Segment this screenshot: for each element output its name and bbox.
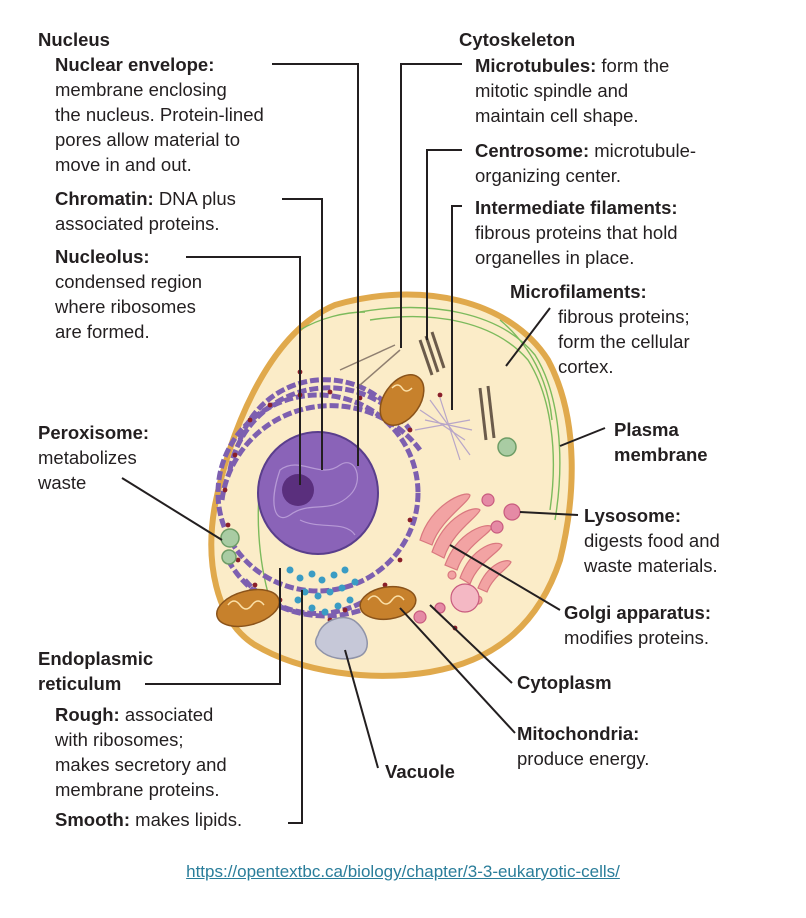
rough-desc-2: with ribosomes; <box>55 729 184 750</box>
smooth-desc: makes lipids. <box>135 809 243 830</box>
intermediate-filaments-label: Intermediate filaments: fibrous proteins… <box>475 195 678 270</box>
nuclear-envelope-label: Nuclear envelope: membrane enclosing the… <box>55 52 264 177</box>
source-link[interactable]: https://opentextbc.ca/biology/chapter/3-… <box>186 862 620 881</box>
microtubules-label: Microtubules: form the mitotic spindle a… <box>475 53 669 128</box>
centrosome-graphic <box>418 331 496 441</box>
microtubules-graphic <box>339 344 401 386</box>
peroxisome-desc-2: waste <box>38 472 87 493</box>
microfilaments-desc-2: form the cellular <box>558 331 690 352</box>
nuclear-envelope-desc-1: membrane enclosing <box>55 79 227 100</box>
cytoskeleton-heading: Cytoskeleton <box>459 29 576 50</box>
nucleolus-desc-2: where ribosomes <box>55 296 196 317</box>
plasma-membrane-line-2: membrane <box>614 444 708 465</box>
rough-desc-3: makes secretory and <box>55 754 227 775</box>
nucleolus-desc-3: are formed. <box>55 321 150 342</box>
mitochondria-term: Mitochondria: <box>517 723 640 744</box>
nucleolus-term: Nucleolus: <box>55 246 150 267</box>
smooth-er-label: Smooth: makes lipids. <box>55 807 242 832</box>
chromatin-desc-2: associated proteins. <box>55 213 220 234</box>
nuclear-envelope-term: Nuclear envelope: <box>55 54 215 75</box>
microtubules-desc-2: mitotic spindle and <box>475 80 629 101</box>
er-heading-1: Endoplasmic <box>38 648 154 669</box>
microfilaments-term: Microfilaments: <box>510 281 647 302</box>
nucleus-heading: Nucleus <box>38 29 110 50</box>
peroxisome-graphic <box>220 437 517 565</box>
nucleus-graphic <box>257 431 379 555</box>
peroxisome-desc-1: metabolizes <box>38 447 137 468</box>
leader-lines <box>121 63 606 824</box>
lysosome-term: Lysosome: <box>584 505 681 526</box>
er-heading: Endoplasmic reticulum <box>38 646 153 696</box>
rough-desc-4: membrane proteins. <box>55 779 220 800</box>
peroxisome-term: Peroxisome: <box>38 422 150 443</box>
intermediate-filaments-term: Intermediate filaments: <box>475 197 678 218</box>
smooth-term: Smooth: <box>55 809 131 830</box>
rough-term: Rough: <box>55 704 120 725</box>
vacuole-graphic <box>314 616 368 660</box>
lysosome-label: Lysosome: digests food and waste materia… <box>584 503 720 578</box>
microtubules-desc-3: maintain cell shape. <box>475 105 639 126</box>
centrosome-term: Centrosome: <box>475 140 590 161</box>
vacuole-label: Vacuole <box>385 761 455 782</box>
nucleolus-desc-1: condensed region <box>55 271 203 292</box>
lysosome-graphic <box>413 493 521 624</box>
golgi-graphic <box>419 493 512 605</box>
intermediate-filaments-desc-1: fibrous proteins that hold <box>475 222 678 243</box>
microtubules-term: Microtubules: <box>475 55 597 76</box>
lysosome-desc-1: digests food and <box>584 530 720 551</box>
microtubules-desc-1: form the <box>601 55 670 76</box>
chromatin-label: Chromatin: DNA plus associated proteins. <box>55 186 236 236</box>
rough-desc-1: associated <box>124 704 214 725</box>
intermediate-filaments-desc-2: organelles in place. <box>475 247 635 268</box>
intermediate-filaments-graphic <box>414 397 473 461</box>
nuclear-envelope-desc-2: the nucleus. Protein-lined <box>55 104 264 125</box>
centrosome-desc-2: organizing center. <box>475 165 622 186</box>
golgi-term: Golgi apparatus: <box>564 602 711 623</box>
mitochondria-label: Mitochondria: produce energy. <box>517 721 649 771</box>
chromatin-term: Chromatin: <box>55 188 154 209</box>
er-heading-2: reticulum <box>38 673 122 694</box>
microfilaments-label: Microfilaments: fibrous proteins; form t… <box>510 279 690 379</box>
golgi-desc: modifies proteins. <box>564 627 709 648</box>
rough-er-label: Rough: associated with ribosomes; makes … <box>55 702 227 802</box>
golgi-label: Golgi apparatus: modifies proteins. <box>564 600 711 650</box>
nucleolus-label: Nucleolus: condensed region where riboso… <box>55 244 202 344</box>
microfilaments-desc-1: fibrous proteins; <box>558 306 690 327</box>
lysosome-desc-2: waste materials. <box>584 555 718 576</box>
plasma-membrane-label: Plasma membrane <box>614 417 708 467</box>
centrosome-label: Centrosome: microtubule- organizing cent… <box>475 138 696 188</box>
microfilaments-desc-3: cortex. <box>558 356 614 377</box>
cytoplasm-label: Cytoplasm <box>517 672 612 693</box>
centrosome-desc-1: microtubule- <box>594 140 697 161</box>
chromatin-desc-1: DNA plus <box>158 188 236 209</box>
peroxisome-label: Peroxisome: metabolizes waste <box>38 420 149 495</box>
plasma-membrane-line-1: Plasma <box>614 419 679 440</box>
nuclear-envelope-desc-3: pores allow material to <box>55 129 241 150</box>
nuclear-envelope-desc-4: move in and out. <box>55 154 192 175</box>
smooth-er-graphic <box>286 566 359 616</box>
mitochondria-desc: produce energy. <box>517 748 650 769</box>
nucleolus-graphic <box>282 474 314 506</box>
